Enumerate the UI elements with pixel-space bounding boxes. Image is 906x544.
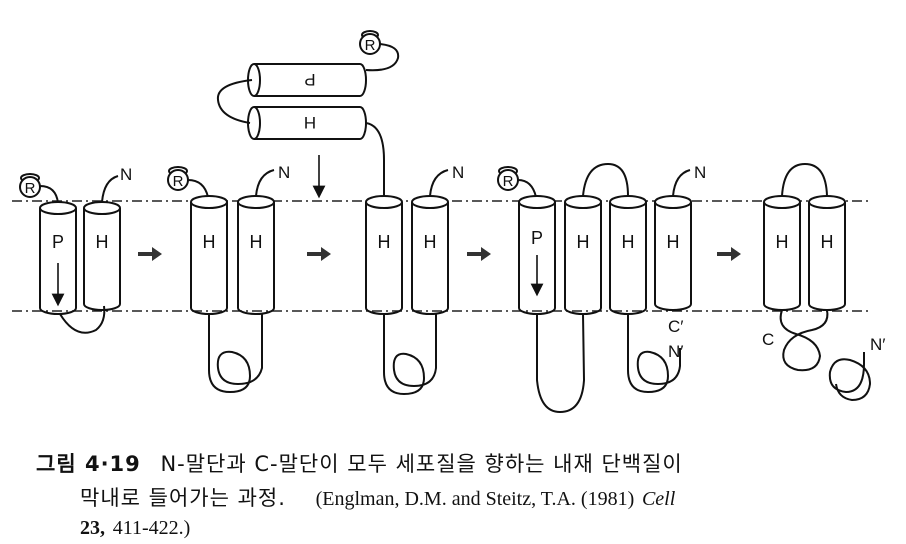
helix-p-label: P: [304, 70, 315, 89]
stage-3: H H N: [365, 163, 464, 396]
step-arrow: [467, 247, 491, 261]
n-terminus-label: N: [452, 163, 464, 182]
stage-2: R H H N: [167, 163, 290, 394]
step-arrow: [138, 247, 162, 261]
helix-h: H: [654, 195, 692, 311]
helix-h: H: [365, 195, 403, 315]
stage-5: H H C N′: [762, 162, 885, 402]
citation-volume: 23,: [80, 517, 105, 539]
helix-h-horizontal: H: [247, 106, 367, 140]
helix-h: H: [411, 195, 449, 315]
helix-p-label: P: [531, 228, 543, 248]
n-prime-label: N′: [870, 335, 885, 354]
helix-p-label: P: [52, 232, 64, 252]
helix-h-label: H: [203, 232, 216, 252]
helix-h: H: [190, 195, 228, 315]
helix-h: H: [609, 195, 647, 315]
ribosome-icon: R: [359, 30, 381, 55]
c-terminus-label: C: [762, 330, 774, 349]
helix-p: P: [518, 195, 556, 315]
n-terminus-label: N: [694, 163, 706, 182]
helix-h-label: H: [304, 113, 316, 132]
caption-line-3: 23, 411-422.): [80, 515, 190, 540]
citation-journal: Cell: [641, 488, 676, 510]
helix-h-label: H: [250, 232, 263, 252]
step-arrow: [307, 247, 331, 261]
incoming-hairpin: P H R: [216, 30, 400, 200]
folded-domain: [779, 309, 829, 372]
folded-domain: [208, 314, 263, 394]
figure-number: 그림 4·19: [36, 452, 141, 476]
helix-h: H: [564, 195, 602, 315]
ribosome-label: R: [365, 37, 376, 54]
helix-h-label: H: [667, 232, 680, 252]
caption-line-1: 그림 4·19 N-말단과 C-말단이 모두 세포질을 향하는 내재 단백질이: [36, 448, 683, 478]
caption-line-2: 막내로 들어가는 과정. (Englman, D.M. and Steitz, …: [80, 482, 675, 512]
helix-h-label: H: [776, 232, 789, 252]
ribosome-label: R: [25, 180, 36, 197]
helix-h-label: H: [96, 232, 109, 252]
folded-domain: [383, 314, 437, 396]
helix-h: H: [83, 201, 121, 311]
n-prime-label: N′: [668, 342, 683, 361]
helix-p-horizontal: P: [247, 63, 367, 97]
folded-domain: [828, 352, 872, 402]
helix-p: P: [39, 201, 77, 315]
n-terminus-label: N: [120, 165, 132, 184]
caption-title-line2: 막내로 들어가는 과정.: [80, 486, 286, 510]
helix-h-label: H: [622, 232, 635, 252]
ribosome-icon: R: [497, 166, 519, 191]
stage-1: R P H N: [19, 165, 132, 334]
helix-h-label: H: [577, 232, 590, 252]
ribosome-icon: R: [167, 166, 189, 191]
stage-4: R P H H H N C′ N: [497, 162, 706, 414]
helix-h-label: H: [424, 232, 437, 252]
helix-h: H: [763, 195, 801, 311]
citation-pages: 411-422.): [112, 517, 191, 539]
folded-domain: [627, 314, 681, 394]
c-prime-label: C′: [668, 317, 683, 336]
ribosome-icon: R: [19, 173, 41, 198]
helix-h-label: H: [821, 232, 834, 252]
helix-h: H: [808, 195, 846, 311]
membrane-insertion-diagram: R P H N R H: [12, 30, 885, 414]
step-arrow: [717, 247, 741, 261]
helix-h-label: H: [378, 232, 391, 252]
ribosome-label: R: [173, 173, 184, 190]
caption-title-line1: N-말단과 C-말단이 모두 세포질을 향하는 내재 단백질이: [160, 452, 683, 476]
n-terminus-label: N: [278, 163, 290, 182]
helix-h: H: [237, 195, 275, 315]
citation-authors: (Englman, D.M. and Steitz, T.A. (1981): [315, 488, 635, 510]
ribosome-label: R: [503, 173, 514, 190]
